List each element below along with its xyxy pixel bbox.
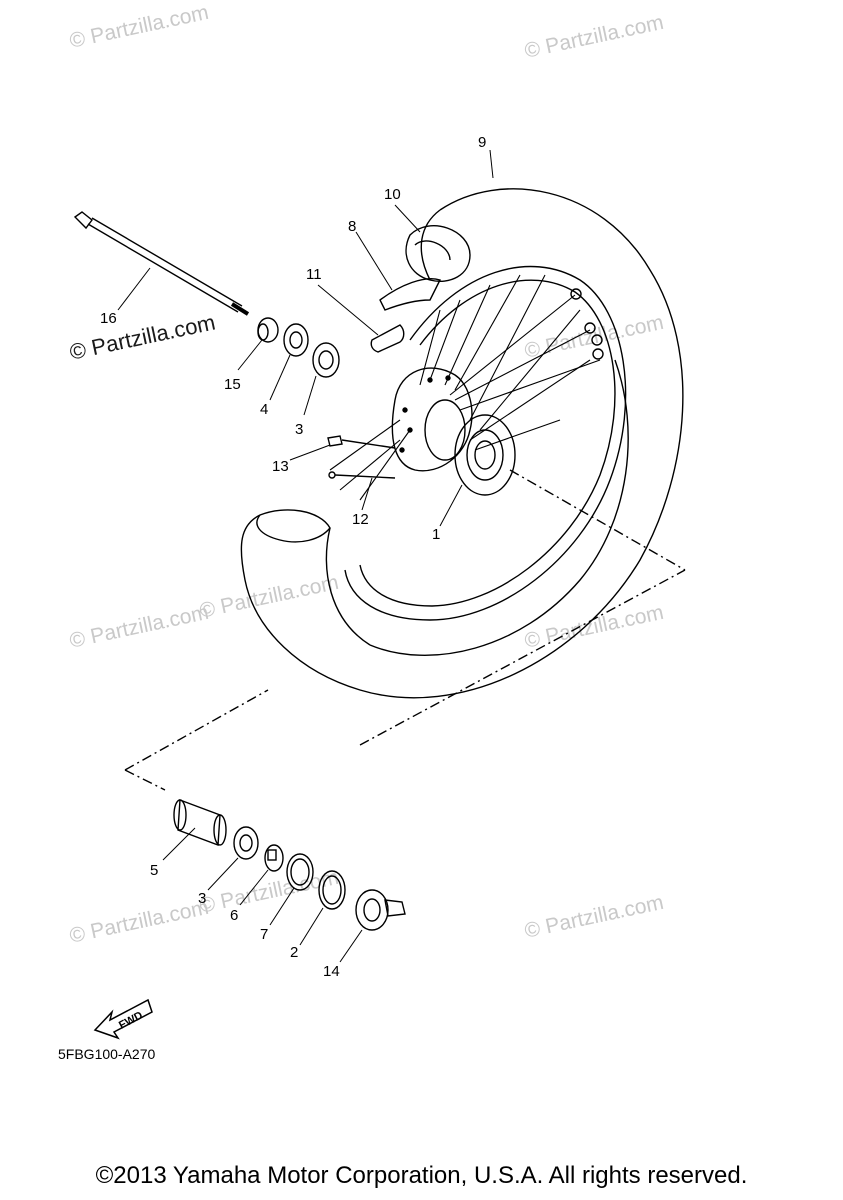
assembly-frame-line	[124, 689, 269, 771]
spokes	[329, 274, 601, 501]
oil-seal	[286, 853, 314, 891]
brake-disc	[454, 414, 516, 496]
reference-code: 5FBG100-A270	[58, 1046, 156, 1062]
oil-seal	[318, 870, 346, 910]
assembly-frame-line	[509, 469, 686, 571]
spacer	[173, 799, 227, 846]
tire	[240, 188, 684, 699]
callout-16: 16	[100, 310, 117, 327]
tube	[405, 225, 471, 282]
rim	[344, 265, 627, 621]
callout-8: 8	[348, 218, 357, 235]
leader-lines	[117, 149, 494, 963]
callout-12: 12	[352, 511, 369, 528]
callout-7: 7	[260, 926, 269, 943]
callout-13: 13	[272, 458, 289, 475]
axle	[73, 211, 250, 316]
copyright-notice: ©2013 Yamaha Motor Corporation, U.S.A. A…	[95, 1162, 748, 1189]
valve	[370, 324, 405, 353]
callout-3: 3	[295, 421, 304, 438]
bearing-lower	[233, 826, 259, 860]
callout-14: 14	[323, 963, 340, 980]
callout-2: 2	[290, 944, 299, 961]
callout-3-lower: 3	[198, 890, 207, 907]
callout-4: 4	[260, 401, 269, 418]
hub	[391, 367, 473, 472]
collar	[257, 317, 279, 343]
spoke-nipples	[570, 288, 604, 360]
bolt	[328, 471, 396, 479]
callout-5: 5	[150, 862, 159, 879]
assembly-frame-line	[124, 769, 166, 791]
callout-1: 1	[432, 526, 441, 543]
assembly-frame-line	[359, 569, 686, 746]
callout-15: 15	[224, 376, 241, 393]
callout-6: 6	[230, 907, 239, 924]
gear-unit	[355, 889, 406, 931]
fwd-arrow-icon	[93, 998, 153, 1040]
bearing	[312, 342, 340, 378]
bearing	[283, 323, 309, 357]
callout-11: 11	[306, 266, 322, 283]
rim-band	[379, 278, 441, 311]
callout-9: 9	[478, 134, 487, 151]
retainer	[264, 844, 284, 872]
bolt	[327, 435, 396, 449]
callout-10: 10	[384, 186, 401, 203]
fwd-label: FWD	[117, 1009, 145, 1031]
